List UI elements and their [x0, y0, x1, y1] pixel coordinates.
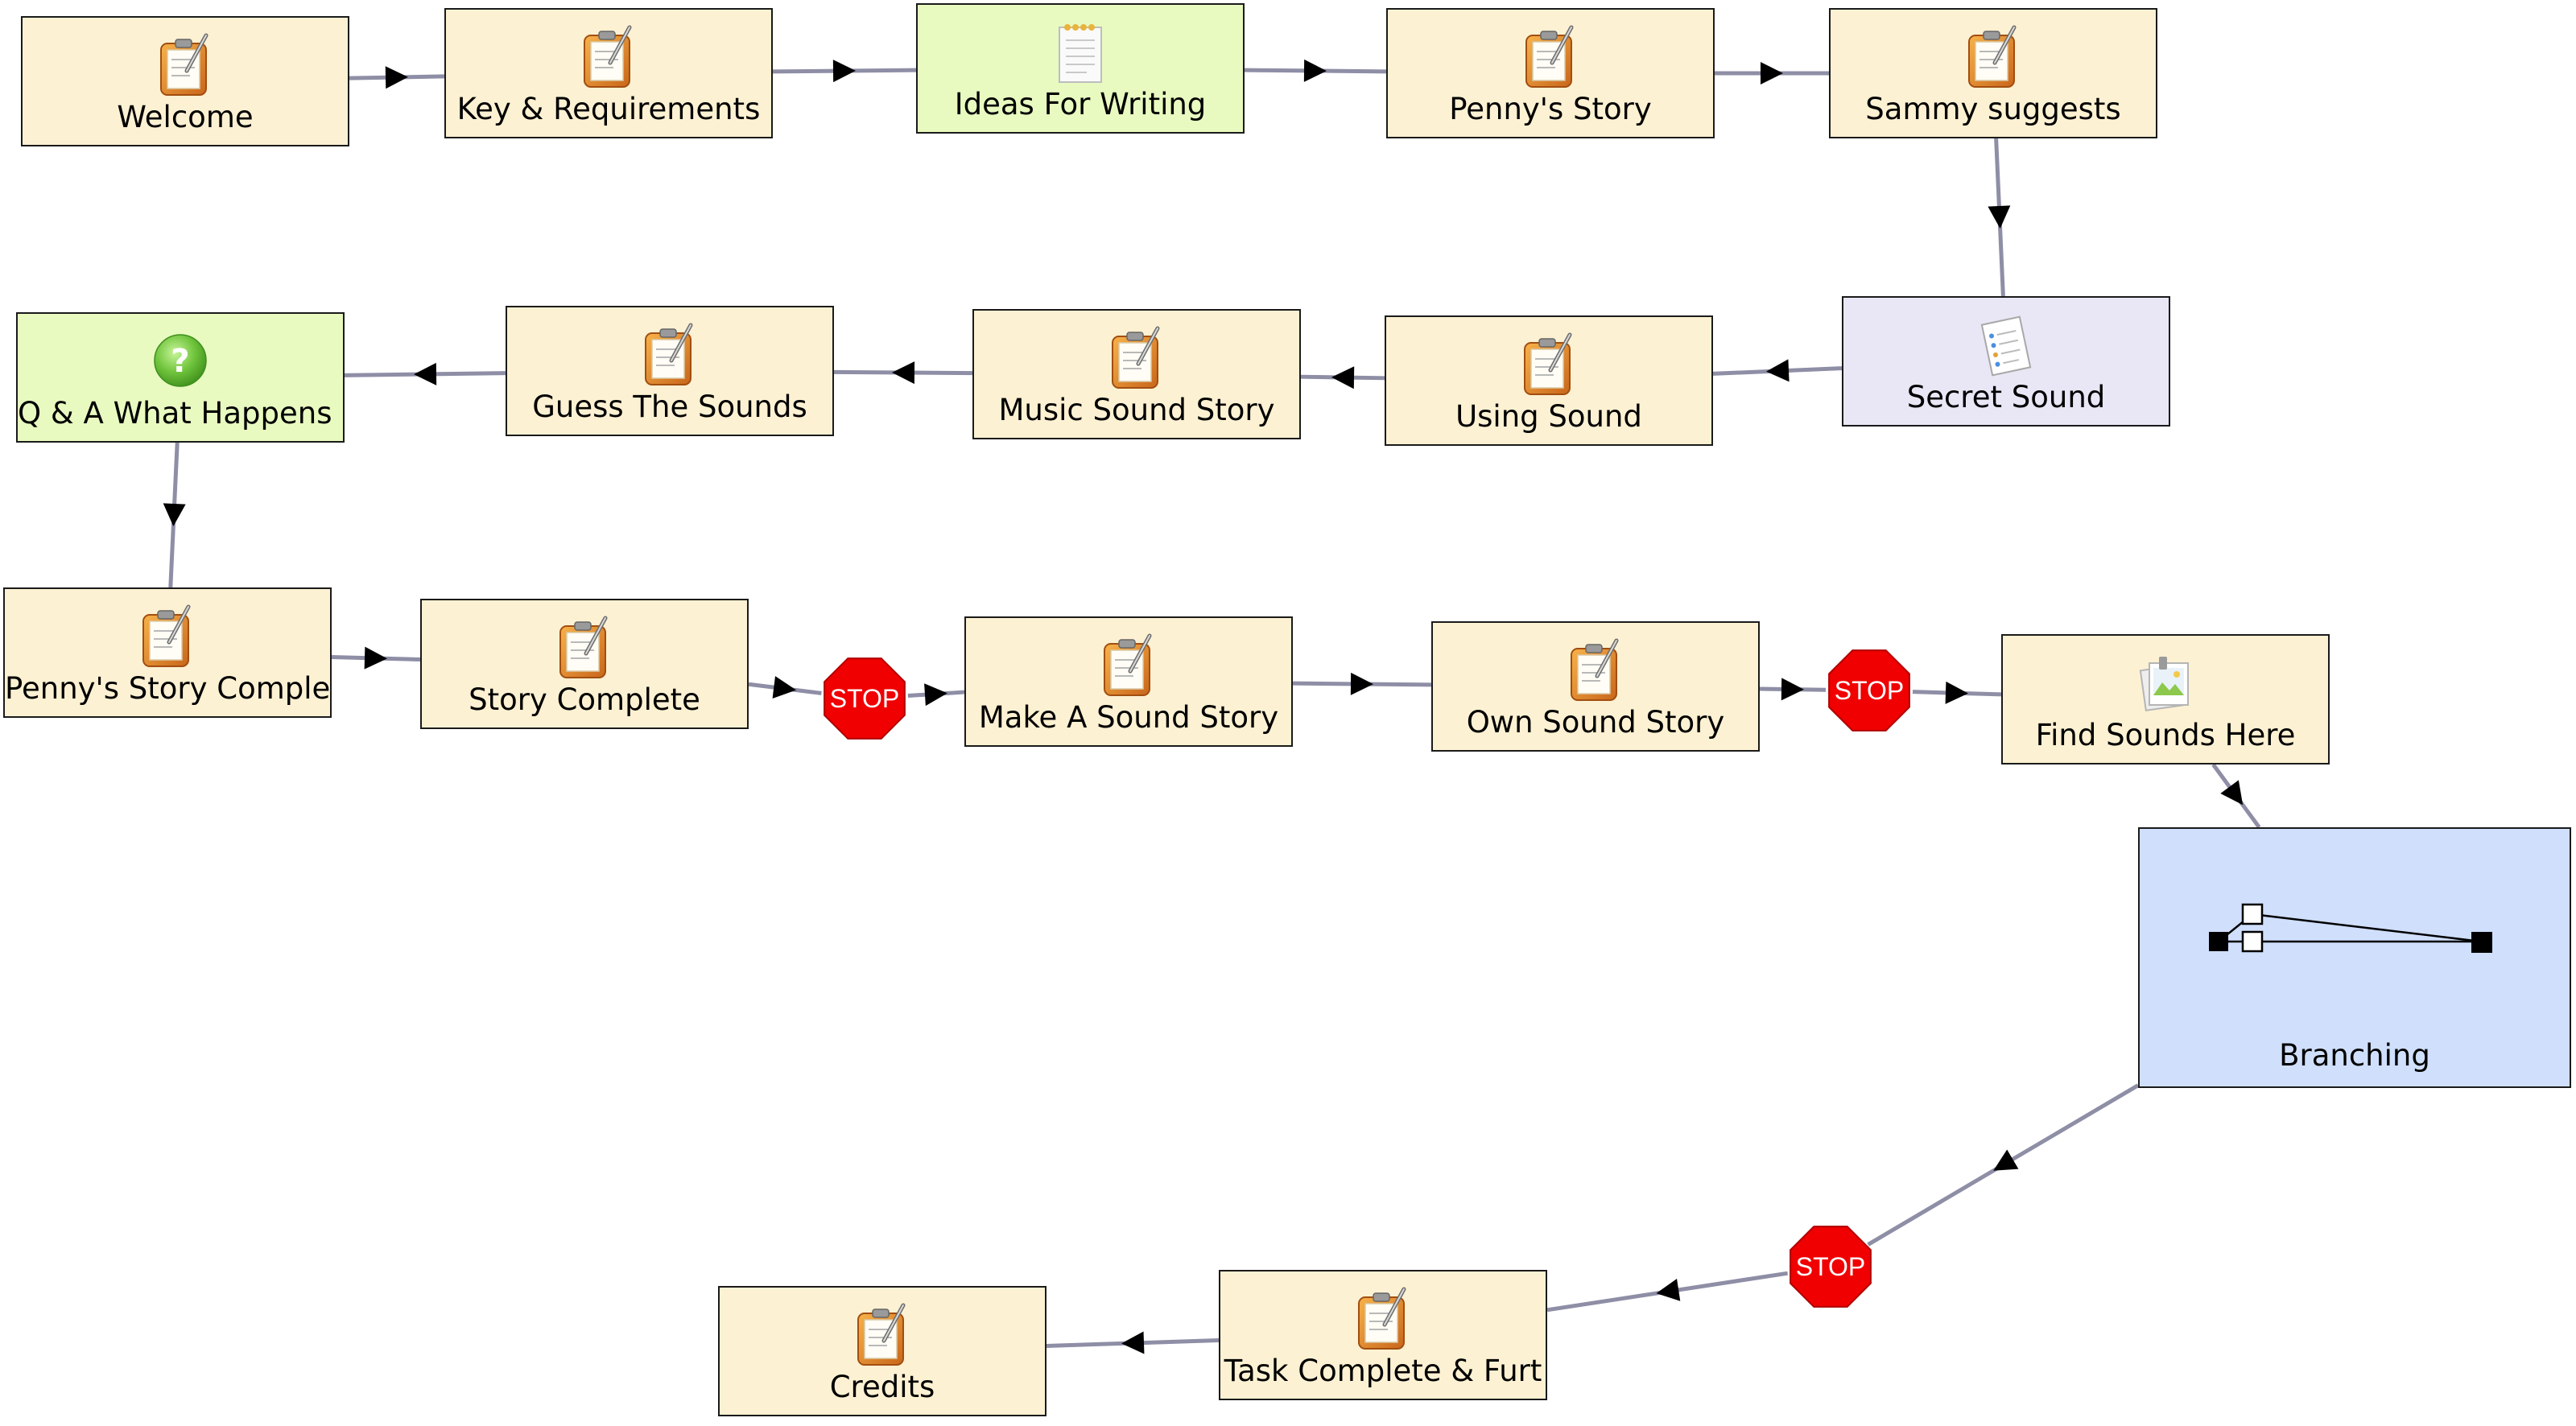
activity-label: Own Sound Story: [1466, 705, 1725, 740]
transition-arrowhead: [2220, 780, 2244, 806]
activity-node-storycomplete[interactable]: Story Complete: [420, 599, 749, 729]
transition-arrowhead: [1766, 359, 1790, 382]
notepad-icon: [1104, 633, 1152, 696]
activity-label: Music Sound Story: [998, 393, 1275, 427]
stop-sign-icon: STOP: [824, 657, 906, 740]
notepad-icon: [1968, 25, 2017, 88]
transition-arrowhead: [1303, 59, 1327, 82]
activity-label: Welcome: [117, 100, 254, 134]
notepad-icon: [584, 25, 632, 88]
activity-label: Using Sound: [1455, 399, 1642, 434]
notes-page-icon: [1059, 24, 1102, 83]
notepad-icon: [559, 616, 608, 678]
transition-arrowhead: [364, 646, 387, 670]
transition-arrowhead: [385, 66, 408, 89]
activity-label: Penny's Story Comple: [5, 671, 331, 706]
transition-arrowhead: [1331, 366, 1355, 389]
activity-label: Q & A What Happens N: [18, 396, 345, 431]
transition-arrowhead: [832, 60, 856, 83]
activity-node-sammy[interactable]: Sammy suggests: [1829, 8, 2157, 138]
checklist-icon: [1980, 315, 2032, 377]
activity-node-welcome[interactable]: Welcome: [21, 16, 349, 146]
activity-node-task[interactable]: Task Complete & Furt: [1219, 1270, 1547, 1400]
activity-label: Story Complete: [469, 682, 700, 717]
stop-gate-label: STOP: [830, 684, 900, 713]
notepad-icon: [857, 1303, 906, 1366]
activity-label: Guess The Sounds: [532, 389, 807, 424]
activity-node-ideas[interactable]: Ideas For Writing: [916, 3, 1245, 134]
activity-node-penny[interactable]: Penny's Story: [1386, 8, 1715, 138]
transition-arrowhead: [924, 683, 947, 707]
activity-node-music[interactable]: Music Sound Story: [972, 309, 1301, 439]
activity-label: Secret Sound: [1906, 380, 2106, 414]
activity-label: Credits: [829, 1370, 935, 1404]
activity-node-pennycomplete[interactable]: Penny's Story Comple: [3, 587, 332, 718]
image-gallery-icon: [2139, 657, 2189, 711]
notepad-icon: [1525, 25, 1574, 88]
activity-node-key[interactable]: Key & Requirements: [444, 8, 773, 138]
activity-node-make[interactable]: Make A Sound Story: [964, 616, 1293, 747]
transition-arrowhead: [1656, 1279, 1681, 1301]
stop-sign-icon: STOP: [1790, 1226, 1872, 1308]
activity-node-guess[interactable]: Guess The Sounds: [506, 306, 834, 436]
activity-node-using[interactable]: Using Sound: [1385, 315, 1713, 446]
transition-arrowhead: [892, 361, 915, 385]
activity-node-own[interactable]: Own Sound Story: [1431, 621, 1760, 752]
transition-arrowhead: [772, 676, 797, 699]
activity-label: Task Complete & Furt: [1224, 1354, 1542, 1388]
activity-node-qa[interactable]: ? Q & A What Happens N: [16, 312, 345, 443]
transition-arrowhead: [1761, 62, 1783, 84]
transition-arrowhead: [1350, 672, 1373, 695]
activity-label: Key & Requirements: [456, 92, 761, 126]
stop-gate[interactable]: STOP: [1823, 645, 1915, 736]
activity-node-find[interactable]: Find Sounds Here: [2001, 634, 2330, 765]
notepad-icon: [142, 604, 191, 667]
transition-arrowhead: [1988, 205, 2011, 229]
activity-label: Make A Sound Story: [978, 700, 1279, 735]
svg-text:?: ?: [171, 343, 189, 380]
activity-label: Branching: [2279, 1038, 2430, 1073]
stop-gate-label: STOP: [1835, 676, 1905, 705]
stop-gate[interactable]: STOP: [1785, 1221, 1876, 1313]
activity-label: Ideas For Writing: [954, 87, 1207, 122]
stop-sign-icon: STOP: [1828, 649, 1910, 732]
transition-arrowhead: [163, 503, 186, 526]
activity-node-credits[interactable]: Credits: [718, 1286, 1046, 1416]
notepad-icon: [1112, 326, 1160, 389]
stop-gate-label: STOP: [1796, 1252, 1866, 1281]
notepad-icon: [1571, 638, 1619, 701]
transition-arrowhead: [1993, 1149, 2019, 1171]
activity-label: Penny's Story: [1449, 92, 1652, 126]
transition-arrowhead: [414, 362, 437, 385]
transition-arrowhead: [1121, 1331, 1145, 1354]
transition-arrowhead: [1945, 681, 1968, 704]
notepad-icon: [1524, 332, 1572, 395]
activity-label: Sammy suggests: [1865, 92, 2121, 126]
stop-gate[interactable]: STOP: [819, 653, 910, 744]
notepad-icon: [1358, 1287, 1406, 1350]
transition-arrowhead: [1781, 678, 1805, 701]
question-icon: ?: [154, 334, 207, 387]
branching-icon: [2209, 903, 2492, 953]
notepad-icon: [160, 33, 208, 96]
activity-node-branching[interactable]: Branching: [2138, 827, 2571, 1088]
notepad-icon: [645, 323, 693, 385]
activity-label: Find Sounds Here: [2035, 718, 2296, 752]
activity-node-secret[interactable]: Secret Sound: [1842, 296, 2170, 427]
